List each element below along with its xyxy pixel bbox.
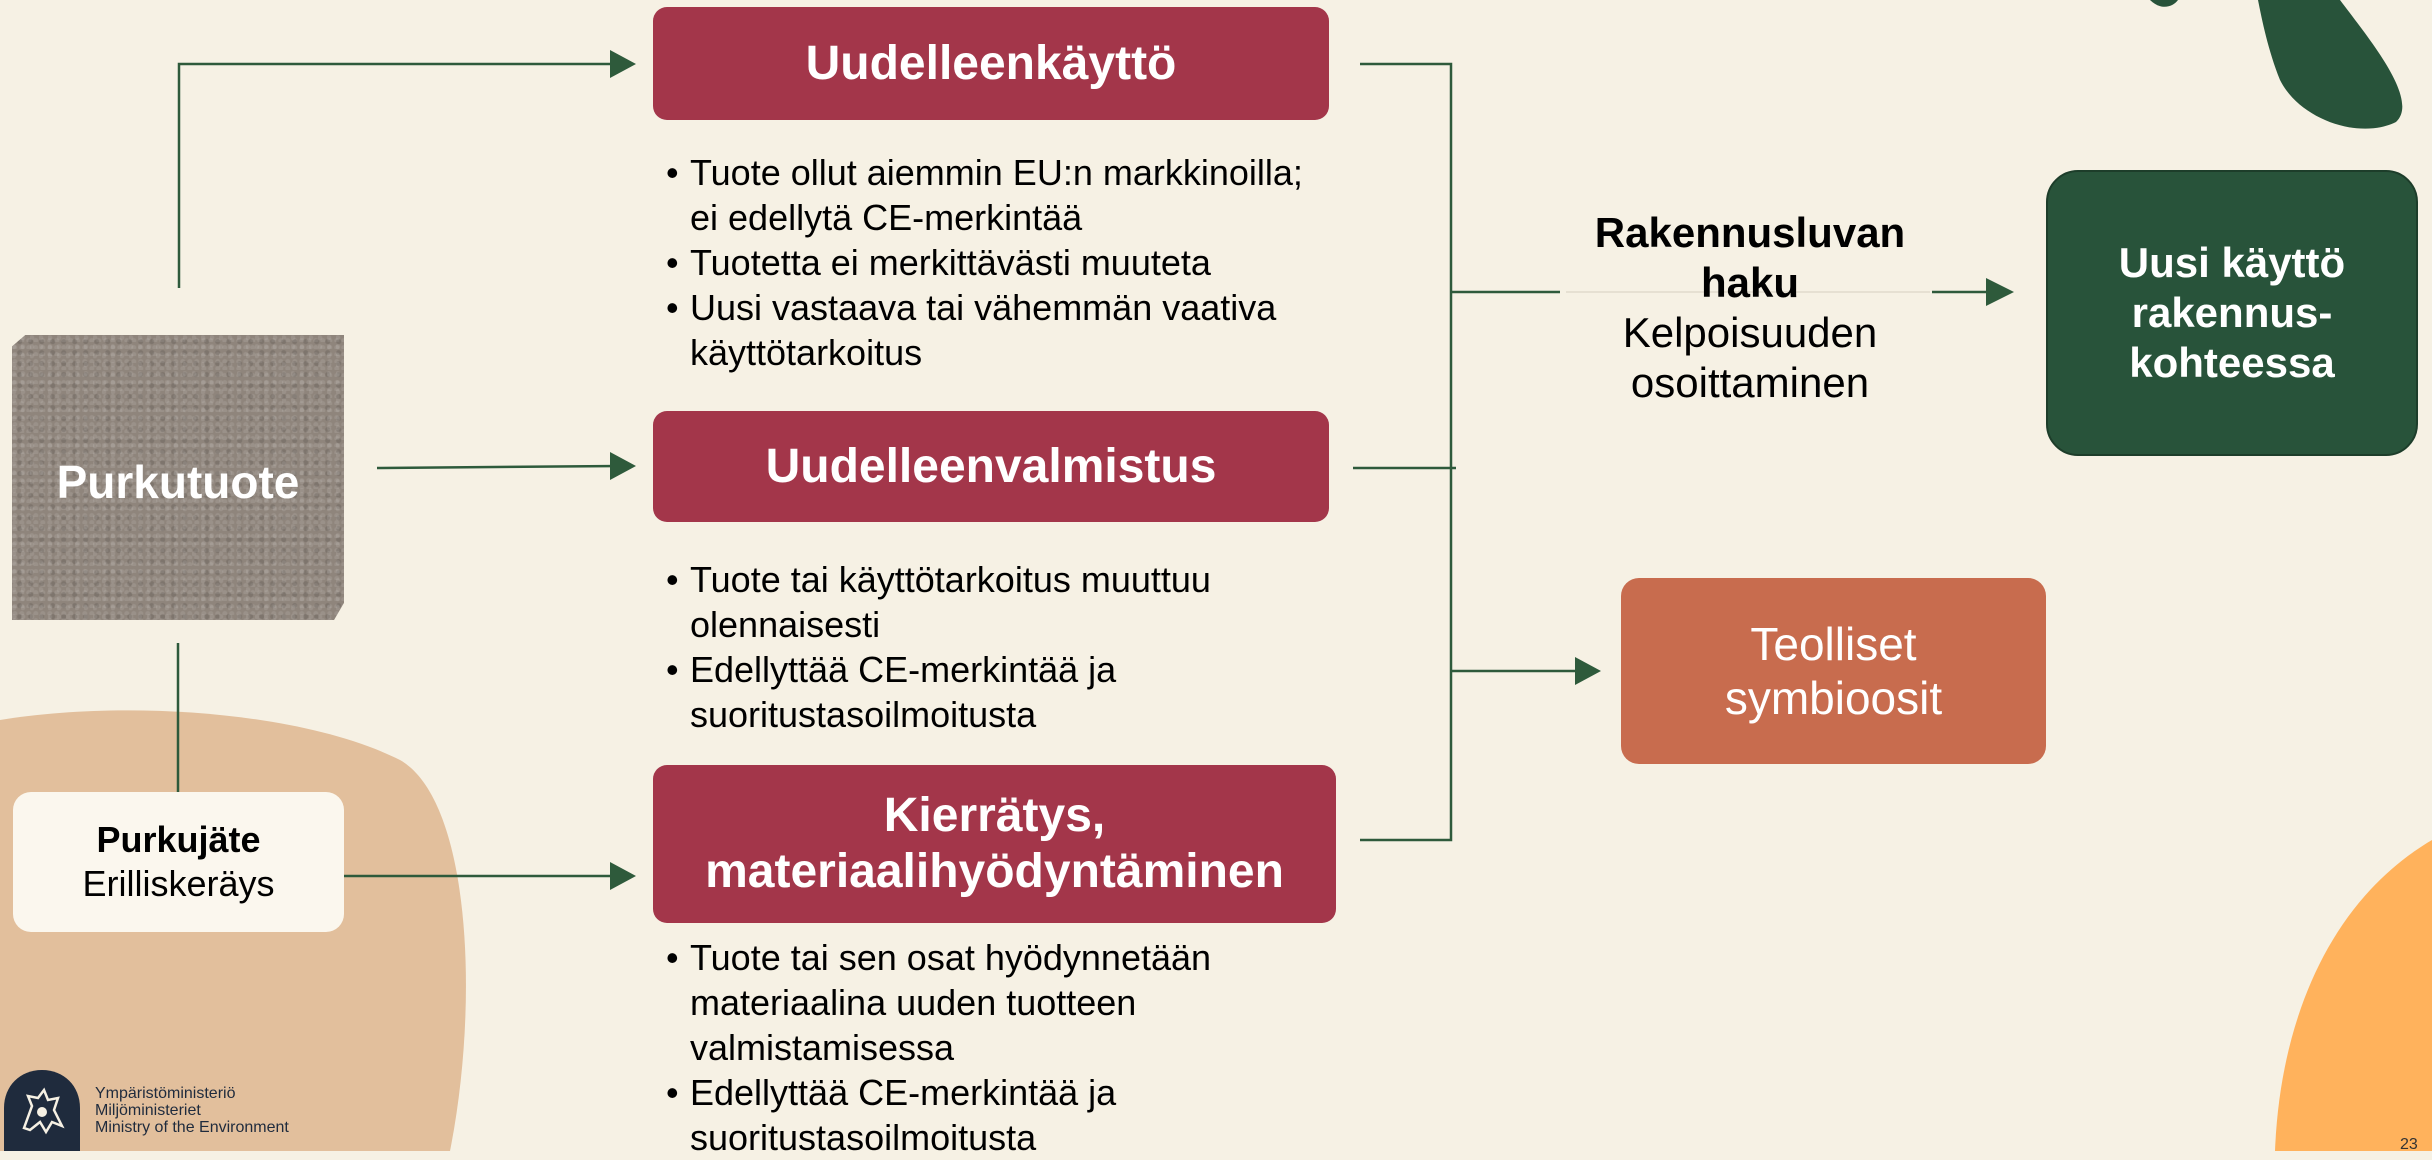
building-permit-text: Rakennusluvan haku Kelpoisuuden osoittam… bbox=[1560, 208, 1940, 408]
orange-corner-shape bbox=[2275, 840, 2432, 1151]
ministry-name-block: Ympäristöministeriö Miljöministeriet Min… bbox=[95, 1085, 289, 1136]
purkutuote-image-block bbox=[12, 335, 344, 620]
bullet-line: Edellyttää CE-merkintää ja bbox=[690, 1072, 1117, 1113]
symbiosis-line2: symbioosit bbox=[1724, 672, 1943, 724]
bullet-line: ei edellytä CE-merkintää bbox=[690, 197, 1083, 238]
bullet-item: Tuote tai sen osat hyödynnetään materiaa… bbox=[666, 935, 1366, 1070]
permit-title-line1: Rakennusluvan bbox=[1594, 209, 1906, 256]
ministry-name-en: Ministry of the Environment bbox=[95, 1119, 289, 1136]
arrowhead-remanufacture bbox=[610, 452, 636, 480]
purkujate-subtitle: Erilliskeräys bbox=[82, 863, 275, 904]
new-use-line3: kohteessa bbox=[2129, 339, 2335, 386]
recycling-bullet-list: Tuote tai sen osat hyödynnetään materiaa… bbox=[666, 935, 1366, 1160]
page-number: 23 bbox=[2400, 1136, 2418, 1153]
purkutuote-label: Purkutuote bbox=[56, 456, 300, 508]
bullet-item: Uusi vastaava tai vähemmän vaativa käytt… bbox=[666, 285, 1366, 375]
arrow-to-reuse bbox=[177, 62, 620, 288]
purkujate-box: Purkujäte Erilliskeräys bbox=[13, 792, 344, 932]
bullet-line: Edellyttää CE-merkintää ja bbox=[690, 649, 1117, 690]
arrow-to-remanufacture bbox=[376, 464, 621, 470]
new-use-line2: rakennus- bbox=[2131, 289, 2333, 336]
industrial-symbiosis-box: Teolliset symbioosit bbox=[1621, 578, 2046, 764]
symbiosis-line1: Teolliset bbox=[1750, 618, 1917, 670]
permit-sub-line1: Kelpoisuuden bbox=[1622, 309, 1878, 356]
purkujate-title: Purkujäte bbox=[96, 819, 261, 860]
bullet-line: Tuotetta ei merkittävästi muuteta bbox=[690, 242, 1211, 283]
ministry-name-fi: Ympäristöministeriö bbox=[95, 1085, 236, 1102]
new-use-box: Uusi käyttö rakennus- kohteessa bbox=[2046, 170, 2418, 456]
recycling-box: Kierrätys, materiaalihyödyntäminen bbox=[653, 765, 1336, 923]
bullet-item: Tuote ollut aiemmin EU:n markkinoilla; e… bbox=[666, 150, 1366, 240]
recycling-title-line2: materiaalihyödyntäminen bbox=[705, 845, 1284, 898]
reuse-box: Uudelleenkäyttö bbox=[653, 7, 1329, 120]
bullet-line: suoritustasoilmoitusta bbox=[690, 1117, 1037, 1158]
green-leaf-shape bbox=[2258, 0, 2403, 129]
arrowhead-recycling bbox=[610, 862, 636, 890]
arrowhead-new-use bbox=[1986, 278, 2014, 306]
bullet-line: valmistamisessa bbox=[690, 1027, 955, 1068]
new-use-line1: Uusi käyttö bbox=[2118, 239, 2346, 286]
bullet-line: Tuote ollut aiemmin EU:n markkinoilla; bbox=[690, 152, 1303, 193]
reuse-bullet-list: Tuote ollut aiemmin EU:n markkinoilla; e… bbox=[666, 150, 1366, 375]
bullet-line: Tuote tai käyttötarkoitus muuttuu bbox=[690, 559, 1211, 600]
bullet-line: Uusi vastaava tai vähemmän vaativa bbox=[690, 287, 1277, 328]
bullet-item: Edellyttää CE-merkintää ja suoritustasoi… bbox=[666, 1070, 1366, 1160]
ministry-lion-logo-icon bbox=[4, 1070, 80, 1151]
bullet-line: materiaalina uuden tuotteen bbox=[690, 982, 1137, 1023]
permit-title-line2: haku bbox=[1700, 259, 1800, 306]
reuse-title: Uudelleenkäyttö bbox=[805, 36, 1177, 90]
collector-vertical-line bbox=[1360, 62, 1453, 842]
remanufacture-box: Uudelleenvalmistus bbox=[653, 411, 1329, 522]
remanufacture-title: Uudelleenvalmistus bbox=[765, 439, 1217, 493]
bullet-line: olennaisesti bbox=[690, 604, 881, 645]
recycling-title-line1: Kierrätys, bbox=[883, 789, 1106, 842]
bullet-item: Tuotetta ei merkittävästi muuteta bbox=[666, 240, 1366, 285]
remanufacture-bullet-list: Tuote tai käyttötarkoitus muuttuu olenna… bbox=[666, 557, 1366, 737]
bullet-item: Edellyttää CE-merkintää ja suoritustasoi… bbox=[666, 647, 1366, 737]
arrowhead-reuse bbox=[610, 50, 636, 78]
top-dark-dot-shape bbox=[2150, 0, 2178, 7]
bullet-line: käyttötarkoitus bbox=[690, 332, 923, 373]
bullet-line: Tuote tai sen osat hyödynnetään bbox=[690, 937, 1212, 978]
bullet-item: Tuote tai käyttötarkoitus muuttuu olenna… bbox=[666, 557, 1366, 647]
permit-sub-line2: osoittaminen bbox=[1630, 359, 1870, 406]
ministry-name-sv: Miljöministeriet bbox=[95, 1102, 201, 1119]
bullet-line: suoritustasoilmoitusta bbox=[690, 694, 1037, 735]
arrowhead-symbiosis bbox=[1575, 657, 1601, 685]
